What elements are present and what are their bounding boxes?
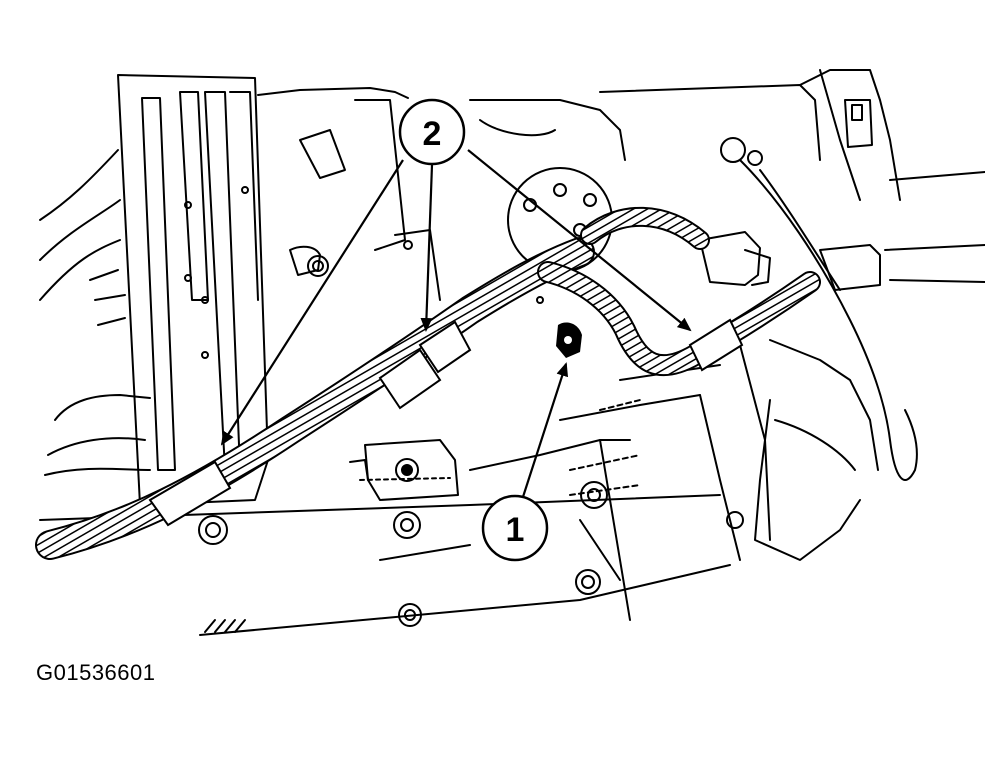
callout-1: 1 <box>481 494 549 562</box>
harness-retainer <box>556 322 582 358</box>
callout-1-circle <box>481 494 549 562</box>
bolt-group <box>198 255 744 627</box>
callout-1-label: 1 <box>506 511 525 549</box>
figure-id: G01536601 <box>36 660 156 685</box>
wiring-harness <box>35 206 821 560</box>
leader-lines <box>220 149 692 501</box>
callout-2: 2 <box>398 98 466 166</box>
callout-2-label: 2 <box>423 115 442 153</box>
body-structure <box>39 69 985 636</box>
tape-wrap <box>148 318 744 527</box>
callout-2-circle <box>398 98 466 166</box>
